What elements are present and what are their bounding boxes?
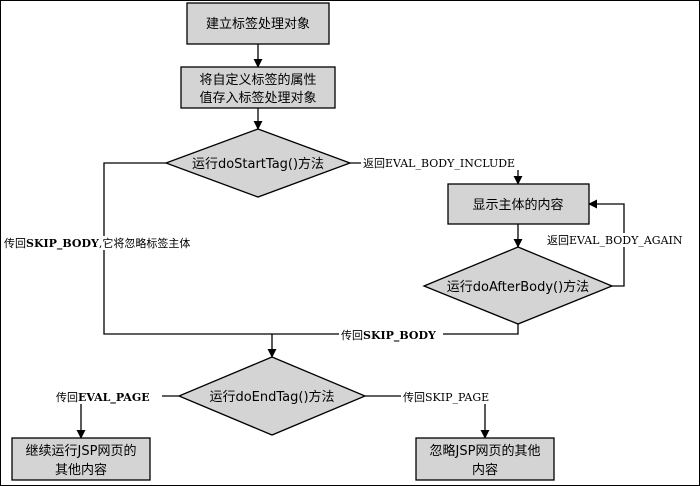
edge-label-skip-page: 传回SKIP_PAGE <box>403 391 489 404</box>
node-skip-line2: 内容 <box>472 462 498 478</box>
node-do-after-body-label: 运行doAfterBody()方法 <box>447 279 589 295</box>
node-continue-page: 继续运行JSP网页的 其他内容 <box>11 437 151 481</box>
node-set-attrs: 将自定义标签的属性 值存入标签处理对象 <box>180 66 336 109</box>
node-create-handler: 建立标签处理对象 <box>186 2 330 45</box>
edge-label-skip-body-bottom: 传回SKIP_BODY <box>341 329 436 343</box>
node-do-start-tag: 运行doStartTag()方法 <box>164 128 352 198</box>
node-do-end-tag-label: 运行doEndTag()方法 <box>209 389 334 405</box>
node-skip-page: 忽略JSP网页的其他 内容 <box>415 437 555 481</box>
node-skip-line1: 忽略JSP网页的其他 <box>430 443 541 459</box>
edge-label-eval-body-again: 返回EVAL_BODY_AGAIN <box>547 234 683 247</box>
node-show-body: 显示主体的内容 <box>447 183 590 225</box>
node-continue-line1: 继续运行JSP网页的 <box>26 443 137 459</box>
node-set-attrs-line1: 将自定义标签的属性 <box>199 72 316 88</box>
node-set-attrs-line2: 值存入标签处理对象 <box>199 90 316 106</box>
node-do-end-tag: 运行doEndTag()方法 <box>177 356 367 436</box>
node-create-handler-label: 建立标签处理对象 <box>206 16 310 32</box>
node-continue-line2: 其他内容 <box>55 462 107 478</box>
node-do-start-tag-label: 运行doStartTag()方法 <box>192 156 324 172</box>
node-show-body-label: 显示主体的内容 <box>472 197 563 213</box>
node-do-after-body: 运行doAfterBody()方法 <box>422 246 614 325</box>
edge-label-eval-body-include: 返回EVAL_BODY_INCLUDE <box>363 157 515 170</box>
edge-label-eval-page: 传回EVAL_PAGE <box>56 391 150 405</box>
edge-label-skip-body-left: 传回SKIP_BODY,它将忽略标签主体 <box>4 236 190 251</box>
